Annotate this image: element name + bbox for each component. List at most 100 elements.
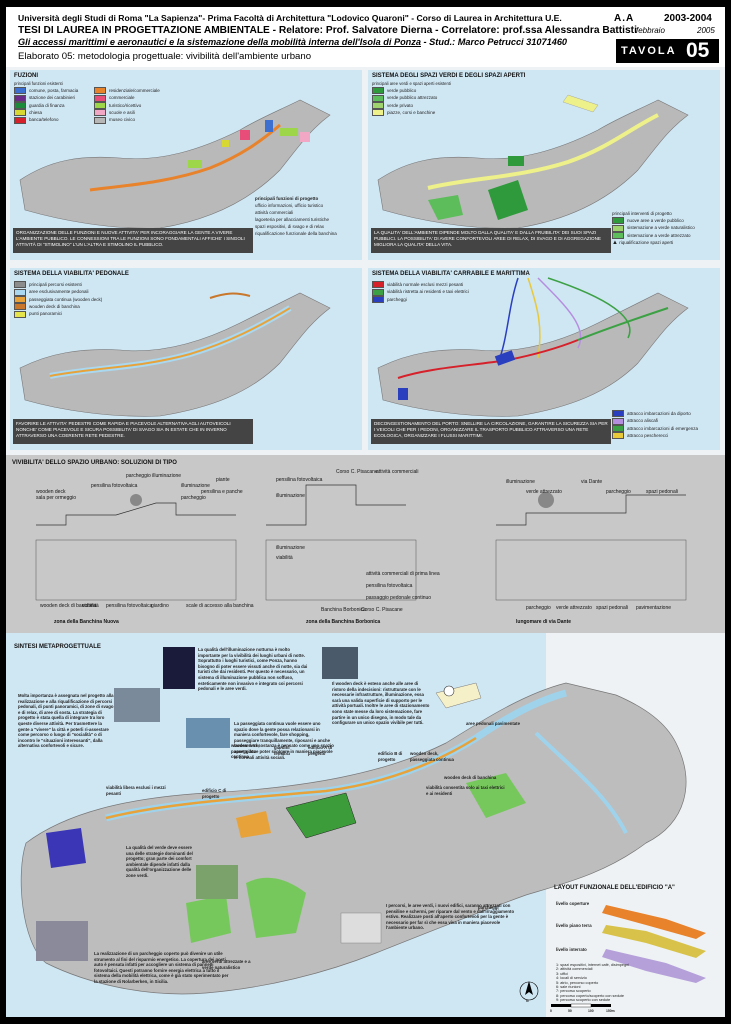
photo-promenade [186, 718, 230, 748]
map-label: viabilità consentita solo ai taxi elettr… [426, 785, 505, 796]
section-label: parcheggio [181, 495, 206, 501]
legend-item: museo civico [94, 116, 160, 124]
section-drawings [35, 484, 687, 601]
section-label: illuminazione [181, 483, 210, 489]
school-block [300, 132, 310, 142]
note-pedestrian: Molta importanza è assegnata nel progett… [18, 693, 114, 749]
section-label: illuminazione [276, 545, 305, 551]
map-label: viabilità libera esclusi i mezzi pesanti [106, 785, 166, 796]
project-title-line: Gli accessi marittimi e aeronautici e la… [18, 37, 567, 47]
map-label: aree verdi attrezzate e a verde naturali… [202, 959, 251, 970]
photo-night-lighting [163, 647, 195, 689]
section-label: parcheggio [606, 489, 631, 495]
tavola-label: TAVOLA [621, 45, 677, 57]
parking [494, 350, 516, 366]
note-green: La qualità del verde deve essere una del… [126, 845, 193, 878]
month: febbraio [636, 26, 665, 35]
map-label: wooden deck, passeggiata continua [231, 743, 260, 760]
map-label: giardini tematici [274, 745, 291, 756]
equipped-green [428, 195, 463, 220]
note-shelter: I percorsi, le aree verdi, i nuovi edifi… [386, 903, 515, 931]
legend-swatch [94, 109, 106, 117]
section-label: pavimentazione [636, 605, 672, 611]
section-label: pensilina fotovoltaica [106, 603, 153, 609]
level-label: livello coperture [556, 901, 590, 906]
tree-icon [538, 492, 554, 508]
harbour-front [89, 123, 281, 192]
legend-item: guardia di finanza [14, 101, 78, 109]
green-area [466, 773, 526, 818]
section-label: verde attrezzato [556, 605, 592, 611]
legend-item: chiesa [14, 109, 78, 117]
photo-thumbs [36, 647, 382, 961]
building-a [285, 792, 357, 839]
university-line: Università degli Studi di Roma "La Sapie… [18, 13, 562, 23]
plan-1 [35, 539, 237, 601]
section-label: pensilina fotovoltaica [366, 583, 413, 589]
section-label: illuminazione [506, 479, 535, 485]
panel-caption: DECONGESTIONAMENTO DEL PORTO: SNELLIRE L… [371, 419, 611, 444]
touristic-block [280, 128, 298, 136]
section-label: parcheggio illuminazione [126, 473, 182, 479]
section-label: Corso C. Pisacane [361, 607, 403, 613]
open-spaces [427, 113, 659, 190]
note-parking: La realizzazione di un parcheggio copert… [94, 951, 229, 984]
new-green [488, 180, 528, 220]
year: 2005 [697, 26, 715, 35]
panel-verdi: SISTEMA DEGLI SPAZI VERDI E DEGLI SPAZI … [368, 70, 720, 260]
map-label: edificio C di progetto [202, 788, 227, 799]
island-town [20, 682, 687, 995]
legend-swatch [14, 87, 26, 95]
panel-caption: FAVORIRE LE ATTIVITA' PEDESTRI COME RAPI… [13, 419, 253, 444]
legend-swatch [372, 109, 384, 117]
section-label: scale di accesso alla banchina [186, 603, 254, 609]
section-label: spazi pedonali [596, 605, 628, 611]
photo-garden [196, 865, 238, 899]
map-pedonale [19, 292, 331, 417]
legend-swatch [94, 94, 106, 102]
heliport-icon [443, 685, 455, 697]
photo-deck [322, 647, 358, 679]
zone-2-label: zona della Banchina Borbonica [306, 619, 381, 625]
section-label: wooden deck di banchina [40, 603, 97, 609]
section-label: pensilina fotovoltaica [91, 483, 138, 489]
tree-icon [130, 494, 142, 506]
section-2-profile [266, 484, 406, 526]
route-emergenza [547, 277, 631, 339]
section-label: wooden deck [36, 489, 66, 495]
road-restricted [577, 307, 669, 341]
elaborato-line: Elaborato 05: metodologia progettuale: v… [18, 51, 312, 62]
map-label: aree pedonali pavimentate [466, 721, 520, 726]
scale-50: 50 [568, 1009, 572, 1013]
student: - Stud.: Marco Petrucci 31071460 [421, 37, 568, 47]
layout-building-a [602, 905, 706, 983]
academic-year-label: A.A [614, 13, 635, 24]
tavola-badge: TAVOLA 05 [616, 39, 719, 63]
section-label: attività commerciali di prima linea [366, 571, 440, 577]
legend-subtitle: principali funzioni esistenti [14, 81, 63, 86]
section-1-profile [36, 502, 236, 526]
legend-swatch [14, 116, 26, 124]
panel-title: FUZIONI [14, 73, 38, 79]
map-carrabile [377, 277, 689, 417]
triangle-icon: ▲ [612, 239, 618, 246]
legend-item: stazione dei carabinieri [14, 94, 78, 102]
sections-band: VIVIBILITA' DELLO SPAZIO URBANO: SOLUZIO… [6, 455, 725, 633]
section-label: Banchina Borbonica [321, 607, 366, 613]
legend-swatch [94, 116, 106, 124]
note-walkway: La passeggiata continua vuole essere uno… [234, 721, 334, 760]
legend-item: scuole e asili [94, 109, 160, 117]
wooden-deck-walk [105, 736, 477, 820]
continuous-walk [49, 307, 291, 377]
map-label: wooden deck, passeggiata continua [410, 751, 454, 762]
title-block: Università degli Studi di Roma "La Sapie… [6, 7, 725, 67]
sections-title: VIVIBILITA' DELLO SPAZIO URBANO: SOLUZIO… [12, 460, 177, 466]
section-label: verde attrezzato [526, 489, 562, 495]
note-deck: Il wooden deck è esteso anche alle aree … [332, 681, 430, 726]
legend-item: commerciale [94, 94, 160, 102]
legend-swatch [372, 87, 384, 95]
green-area [186, 895, 231, 943]
synthesis-area: SINTESI METAPROGETTUALE [6, 633, 725, 1017]
green-area [508, 156, 524, 166]
